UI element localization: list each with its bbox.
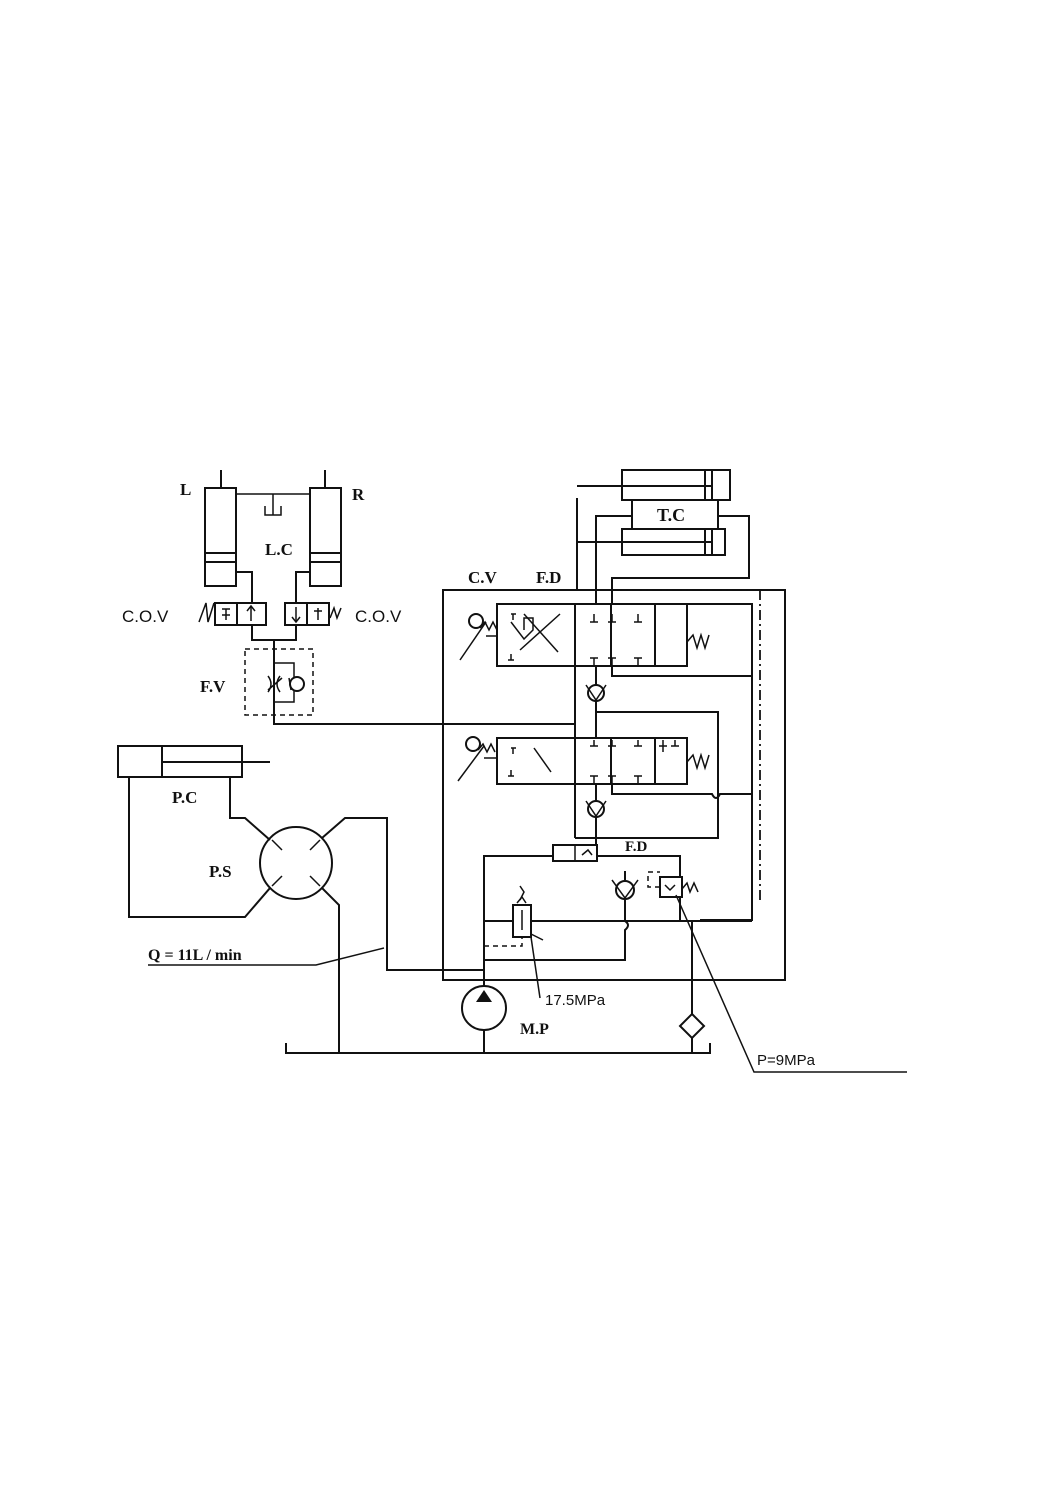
tilt-cylinder-lower xyxy=(577,529,725,555)
steering-line-pc xyxy=(230,777,270,840)
power-steering-unit xyxy=(260,827,332,899)
steering-supply-line xyxy=(322,818,484,970)
label-r: R xyxy=(352,485,365,504)
steering-line-pc-return xyxy=(129,777,270,917)
secondary-relief-valve xyxy=(648,872,698,921)
flow-divider-lower xyxy=(553,845,597,861)
label-fd-top: F.D xyxy=(536,568,561,587)
steering-tank-line xyxy=(322,888,339,1053)
tank-line xyxy=(286,1043,710,1053)
check-valve-upper xyxy=(588,685,604,701)
return-filter xyxy=(680,921,704,1053)
check-valve-lower xyxy=(588,801,604,817)
label-ps: P.S xyxy=(209,862,232,881)
cut-off-valve-right xyxy=(285,603,341,625)
tilt-cylinder-upper xyxy=(577,470,730,500)
label-flow-rate: Q = 11L / min xyxy=(148,947,242,964)
lift-cylinder-right xyxy=(310,470,341,586)
label-secondary-relief-pressure: P=9MPa xyxy=(757,1052,816,1069)
main-relief-leader xyxy=(531,937,540,998)
label-cov-right: C.O.V xyxy=(355,607,402,626)
tilt-control-spool xyxy=(460,604,709,666)
main-pump xyxy=(462,960,506,1053)
label-main-relief-pressure: 17.5MPa xyxy=(545,992,606,1009)
label-fd-bottom: F.D xyxy=(625,839,648,855)
label-cv: C.V xyxy=(468,568,498,587)
label-fv: F.V xyxy=(200,677,226,696)
lift-cylinder-left xyxy=(205,470,236,586)
main-relief-valve xyxy=(484,886,543,946)
power-cylinder xyxy=(118,746,270,777)
cut-off-valve-left xyxy=(199,603,266,625)
label-lc: L.C xyxy=(265,540,293,559)
lift-control-spool xyxy=(458,737,709,784)
lift-cylinder-drain xyxy=(236,494,310,515)
label-tc: T.C xyxy=(657,505,685,525)
label-pc: P.C xyxy=(172,788,197,807)
label-l: L xyxy=(180,480,191,499)
label-mp: M.P xyxy=(520,1021,549,1038)
pump-check-valve xyxy=(612,871,638,921)
label-cov-left: C.O.V xyxy=(122,607,169,626)
